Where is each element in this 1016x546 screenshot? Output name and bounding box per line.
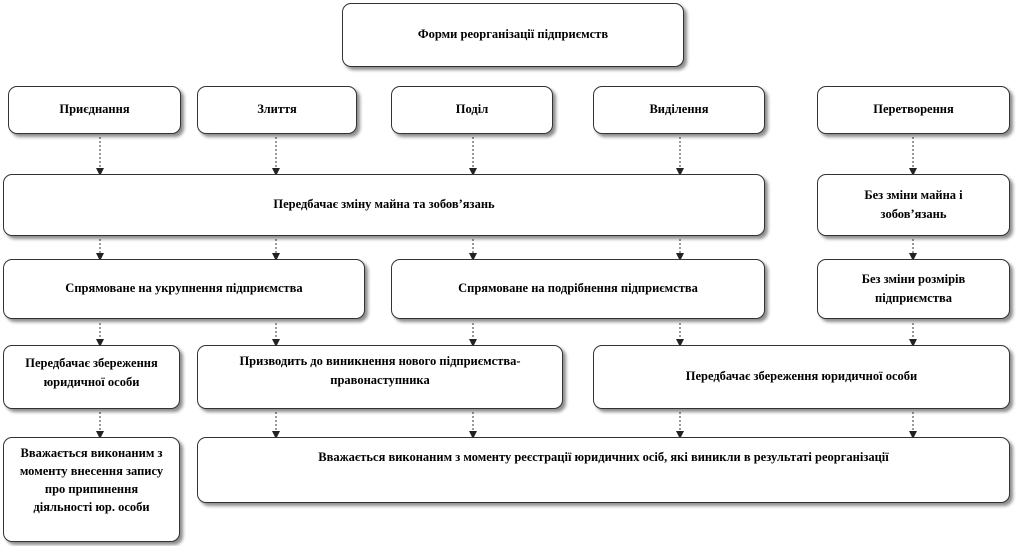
form-vydilennia: Виділення bbox=[593, 86, 765, 134]
form-pryednannia: Приєднання bbox=[8, 86, 181, 134]
form-peretvorennia: Перетворення bbox=[817, 86, 1010, 134]
completion-by-registration: Вважається виконаним з моменту реєстраці… bbox=[197, 437, 1010, 503]
direction-consolidation: Спрямоване на укрупнення підприємства bbox=[3, 259, 365, 319]
form-zlyttia: Злиття bbox=[197, 86, 357, 134]
form-podil: Поділ bbox=[391, 86, 553, 134]
legal-new-successor: Призводить до виникнення нового підприєм… bbox=[197, 345, 563, 409]
property-no-change: Без зміни майна і зобов’язань bbox=[817, 174, 1010, 236]
root-title: Форми реорганізації підприємств bbox=[342, 3, 684, 67]
direction-no-size-change: Без зміни розмірів підприємства bbox=[817, 259, 1010, 319]
legal-preserve-left: Передбачає збереження юридичної особи bbox=[3, 345, 180, 409]
legal-preserve-right: Передбачає збереження юридичної особи bbox=[593, 345, 1010, 409]
property-change: Передбачає зміну майна та зобов’язань bbox=[3, 174, 765, 236]
direction-fragmentation: Спрямоване на подрібнення підприємства bbox=[391, 259, 765, 319]
completion-by-record: Вважається виконаним з моменту внесення … bbox=[3, 437, 180, 542]
